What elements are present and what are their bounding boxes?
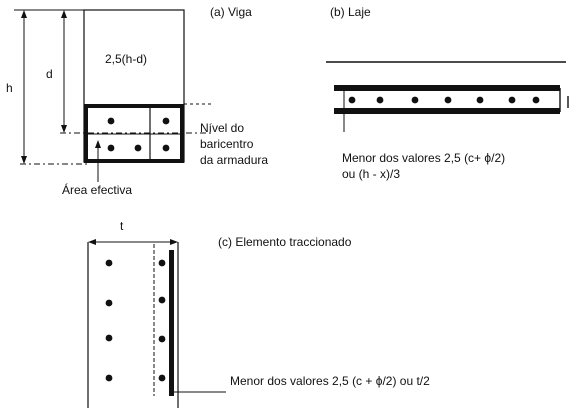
member-note: Menor dos valores 2,5 (c + ϕ/2) ou t/2 xyxy=(230,374,430,388)
rebar xyxy=(105,299,113,307)
dim-t-arrow-right xyxy=(170,239,178,245)
label-level-3: da armadura xyxy=(200,153,268,167)
rebar xyxy=(158,374,166,382)
dim-h-arrow-top xyxy=(21,10,27,18)
rebar xyxy=(444,96,452,104)
slab-effective-band-bottom xyxy=(334,108,560,114)
rebar xyxy=(162,144,170,152)
dim-d-arrow-bottom xyxy=(61,125,67,133)
slab-effective-band-top xyxy=(334,85,560,91)
member-effective-band xyxy=(169,250,174,396)
rebar xyxy=(158,296,166,304)
rebar xyxy=(532,96,540,104)
rebar xyxy=(411,96,419,104)
rebar xyxy=(158,335,166,343)
label-effective-area: Área efectiva xyxy=(62,182,132,197)
panel-a-title: (a) Viga xyxy=(210,5,252,19)
label-top-zone: 2,5(h-d) xyxy=(105,52,147,66)
rebar xyxy=(476,96,484,104)
rebar xyxy=(158,259,166,267)
rebar xyxy=(105,334,113,342)
label-d: d xyxy=(46,67,53,81)
rebar xyxy=(134,144,142,152)
rebar xyxy=(107,144,115,152)
rebar xyxy=(105,259,113,267)
dim-h-arrow-bottom xyxy=(21,156,27,164)
label-level-2: baricentro xyxy=(200,137,254,151)
dim-d-arrow-top xyxy=(61,10,67,18)
slab-note-2: ou (h - x)/3 xyxy=(342,167,400,181)
rebar xyxy=(162,117,170,125)
panel-b-slab: (b) Laje Menor dos valores 2,5 (c+ ϕ/2) … xyxy=(326,5,569,181)
label-h: h xyxy=(6,81,13,95)
area-pointer-head xyxy=(95,140,101,148)
rebar xyxy=(376,96,384,104)
slab-note-1: Menor dos valores 2,5 (c+ ϕ/2) xyxy=(342,151,505,165)
label-t: t xyxy=(120,219,124,233)
panel-a-beam: (a) Viga h d 2,5(h-d) Nível do baricentr… xyxy=(6,5,268,197)
panel-c-title: (c) Elemento traccionado xyxy=(218,235,352,249)
rebar xyxy=(508,96,516,104)
beam-section xyxy=(83,9,185,163)
panel-c-tension-member: (c) Elemento traccionado t Menor dos val… xyxy=(87,219,430,408)
dim-t-arrow-left xyxy=(88,239,96,245)
rebar xyxy=(348,96,356,104)
rebar xyxy=(107,117,115,125)
label-level-1: Nível do xyxy=(200,121,244,135)
rebar xyxy=(105,374,113,382)
panel-b-title: (b) Laje xyxy=(330,5,371,19)
